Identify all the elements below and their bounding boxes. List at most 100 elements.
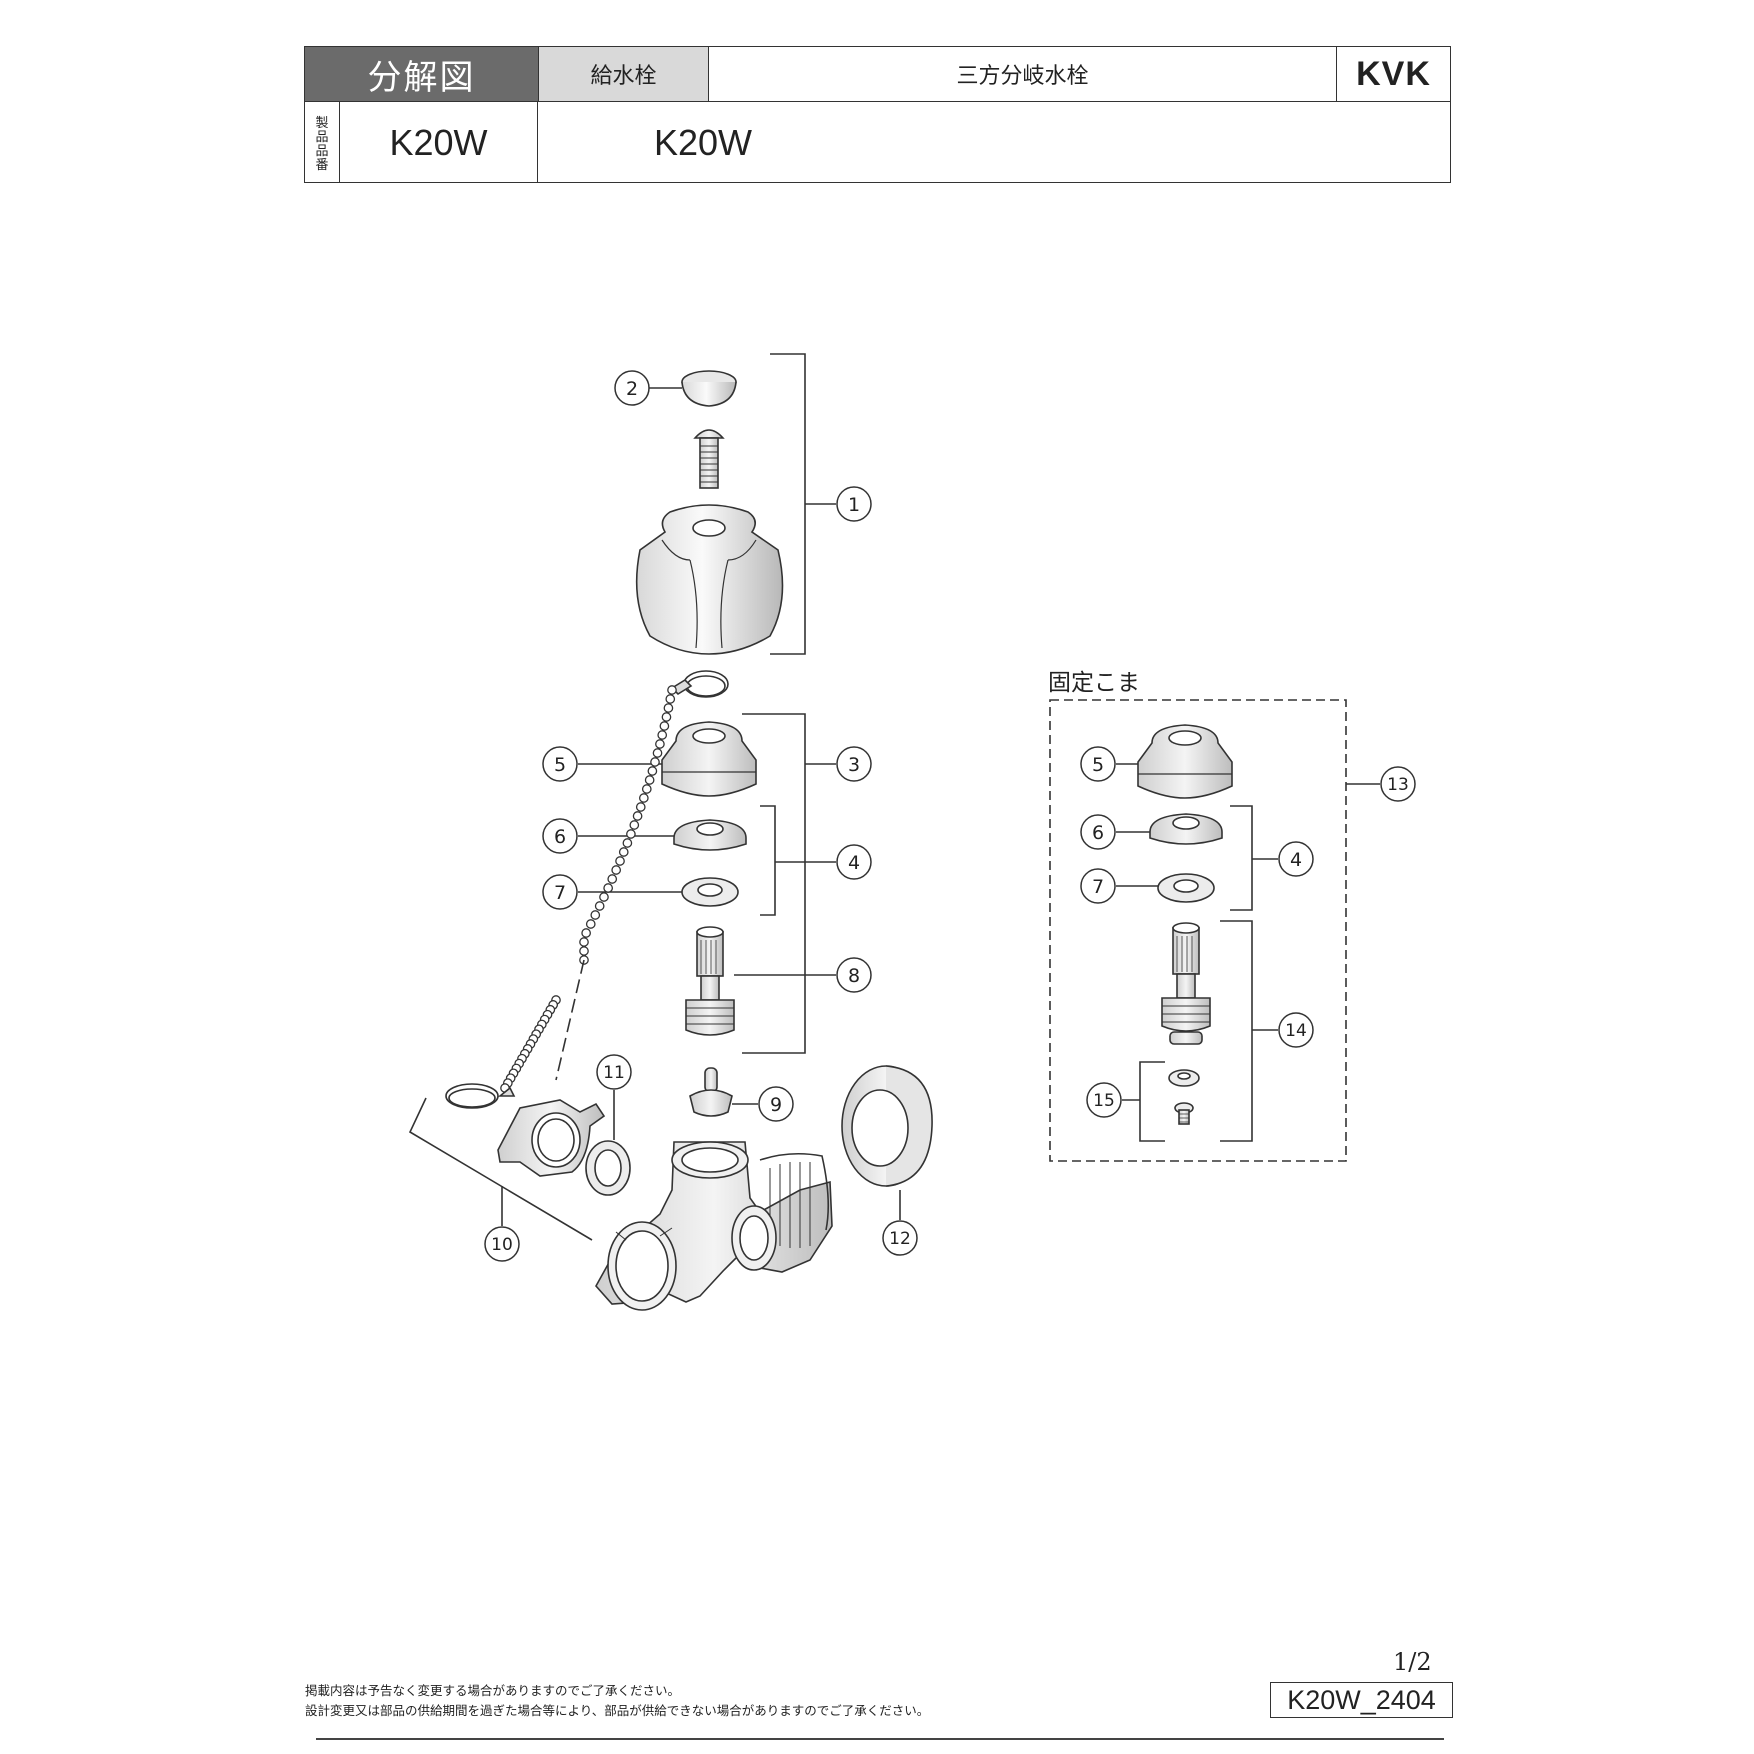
callout-text: 3 xyxy=(848,754,860,776)
spindle-part xyxy=(685,926,735,1036)
callout-15: 15 xyxy=(1086,1082,1122,1118)
callout-text: 13 xyxy=(1387,775,1409,795)
product-no-label: 製 品 品 番 xyxy=(305,102,340,183)
chain-bead xyxy=(638,793,649,803)
callout-text: 15 xyxy=(1093,1091,1115,1111)
chain-bead xyxy=(611,865,622,875)
disclaimer-line-2: 設計変更又は部品の供給期間を過ぎた場合等により、部品が供給できない場合があります… xyxy=(305,1703,930,1718)
callout-4: 4 xyxy=(836,844,872,880)
page-number: 1/2 xyxy=(1393,1648,1432,1676)
chain-bead xyxy=(599,892,609,902)
chain-part xyxy=(445,670,729,1109)
chain-bead xyxy=(626,829,636,839)
callout-10: 10 xyxy=(484,1226,520,1262)
fixed-koma-label: 固定こま xyxy=(1048,670,1140,696)
chain-bead xyxy=(603,883,614,893)
cap-part xyxy=(681,370,737,407)
seat-part xyxy=(689,1067,758,1117)
chain-bead xyxy=(644,775,655,785)
callout-12: 12 xyxy=(882,1220,918,1256)
chain-bead xyxy=(629,820,640,830)
category-label: 給水栓 xyxy=(538,47,708,101)
callout-q6: 6 xyxy=(1080,814,1116,850)
union-nut-part xyxy=(497,1099,606,1177)
callout-q4: 4 xyxy=(1278,841,1314,877)
chain-bead xyxy=(665,694,676,704)
chain-bead xyxy=(590,910,601,920)
gland-nut-part xyxy=(661,721,757,797)
diagram-title: 分解図 xyxy=(305,47,538,101)
chain-bead xyxy=(607,874,618,884)
handle-part xyxy=(635,504,784,655)
chain-bead xyxy=(663,703,674,713)
chain-bead xyxy=(618,847,629,857)
callout-13: 13 xyxy=(1380,766,1416,802)
callout-11: 11 xyxy=(596,1054,632,1090)
chain-bead xyxy=(647,766,658,776)
callout-text: 10 xyxy=(491,1235,513,1255)
model-number-right: K20W xyxy=(653,121,753,163)
callout-q7: 7 xyxy=(1080,868,1116,904)
chain-bead xyxy=(594,901,605,911)
product-no-char: 品 xyxy=(315,143,329,159)
callout-6: 6 xyxy=(542,818,578,854)
callout-text: 8 xyxy=(848,965,860,987)
spindle-part-fixed xyxy=(1161,922,1211,1045)
washer-part-fixed xyxy=(1157,873,1215,903)
callout-text: 12 xyxy=(889,1229,911,1249)
flange-part xyxy=(841,1065,933,1220)
washer-part xyxy=(681,877,739,907)
callout-14: 14 xyxy=(1278,1012,1314,1048)
screw-part xyxy=(693,429,725,489)
callout-text: 6 xyxy=(554,826,566,848)
footer-rule xyxy=(316,1738,1444,1740)
gland-nut-part-fixed xyxy=(1137,724,1233,799)
chain-bead xyxy=(615,856,625,866)
callout-text: 11 xyxy=(603,1063,625,1083)
chain-bead xyxy=(650,757,660,767)
callout-3: 3 xyxy=(836,746,872,782)
fixed-screw-part xyxy=(1174,1102,1194,1125)
callout-text: 5 xyxy=(1092,754,1104,776)
model-number-left: K20W xyxy=(340,102,538,183)
tee-body-part xyxy=(595,1141,833,1311)
fixed-washer-part xyxy=(1168,1069,1200,1087)
callout-text: 9 xyxy=(770,1094,782,1116)
packing-part xyxy=(673,819,747,851)
callout-q5: 5 xyxy=(1080,746,1116,782)
chain-bead xyxy=(622,838,633,848)
brand-logo: KVK xyxy=(1336,47,1450,101)
callout-9: 9 xyxy=(758,1086,794,1122)
chain-bead xyxy=(659,721,670,731)
callout-text: 4 xyxy=(848,852,860,874)
chain-bead xyxy=(661,712,672,722)
chain-bead xyxy=(652,748,663,758)
callout-5: 5 xyxy=(542,746,578,782)
chain-bead xyxy=(585,919,596,929)
callout-7: 7 xyxy=(542,874,578,910)
callout-text: 7 xyxy=(554,882,566,904)
chain-bead xyxy=(635,802,646,812)
product-no-char: 製 xyxy=(315,115,329,131)
chain-bead xyxy=(667,685,677,695)
callout-1: 1 xyxy=(836,486,872,522)
callout-8: 8 xyxy=(836,957,872,993)
chain-bead xyxy=(657,730,668,740)
product-no-char: 品 xyxy=(315,129,329,145)
disclaimer-line-1: 掲載内容は予告なく変更する場合がありますのでご了承ください。 xyxy=(305,1683,681,1698)
product-no-char: 番 xyxy=(315,157,329,173)
callout-text: 6 xyxy=(1092,822,1104,844)
callout-text: 14 xyxy=(1285,1021,1307,1041)
chain-bead xyxy=(632,811,643,821)
document-code: K20W_2404 xyxy=(1270,1682,1453,1718)
chain-bead xyxy=(579,946,589,956)
model-row: 製 品 品 番 K20W K20W xyxy=(305,101,1450,183)
header-table: 分解図 給水栓 三方分岐水栓 KVK 製 品 品 番 K20W K20W xyxy=(304,46,1451,183)
callout-2: 2 xyxy=(614,370,650,406)
callout-text: 4 xyxy=(1290,849,1302,871)
callout-text: 7 xyxy=(1092,876,1104,898)
chain-bead xyxy=(581,928,591,938)
callout-text: 5 xyxy=(554,754,566,776)
product-name: 三方分岐水栓 xyxy=(708,47,1336,101)
